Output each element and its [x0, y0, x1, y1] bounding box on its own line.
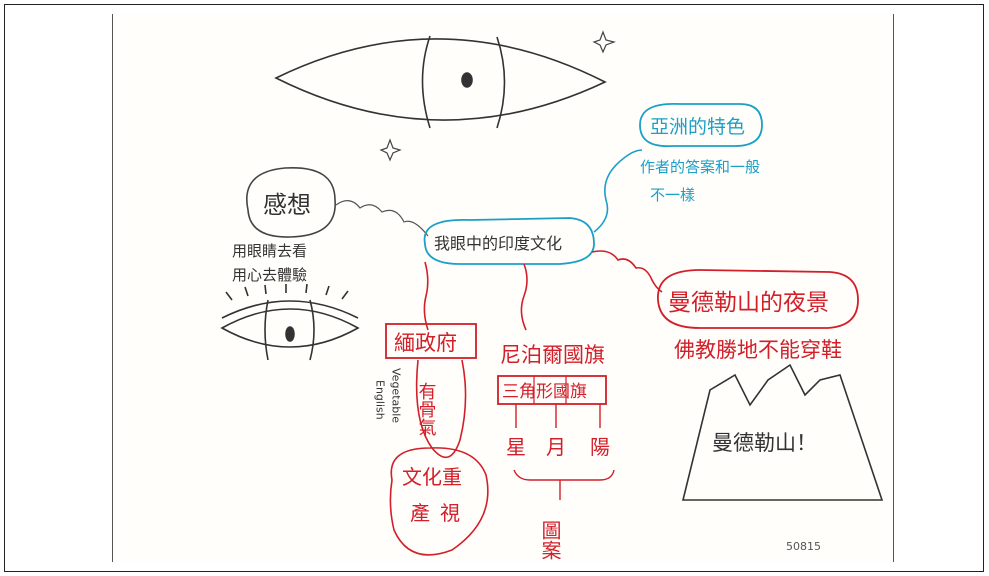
flag-branches: [515, 404, 601, 428]
mountain-icon: [681, 363, 884, 501]
center-label: 我眼中的印度文化: [434, 234, 562, 253]
flag-title: 尼泊爾國旗: [500, 343, 605, 367]
government-title: 緬政府: [394, 331, 457, 355]
mandela-bubble: [657, 269, 859, 329]
sparkle-icon: [379, 138, 402, 162]
flag-sun: 陽: [590, 435, 610, 459]
culture-text3: 視: [440, 501, 460, 525]
asia-line1: 作者的答案和一般: [640, 158, 760, 176]
flag-shape: 三角形國旗: [502, 382, 587, 402]
culture-text: 文化重: [402, 465, 462, 489]
mountain-label: 曼德勒山！: [712, 431, 817, 455]
asia-bubble: [639, 102, 763, 148]
government-oval: [415, 359, 467, 458]
center-bubble: [423, 217, 595, 265]
sparkle-icon: [592, 30, 617, 54]
culture-text2: 產: [410, 501, 430, 525]
asia-line2: 不一樣: [650, 186, 695, 204]
vegetable-label: Vegetable: [390, 368, 403, 423]
big-eye-icon: [274, 35, 607, 129]
feelings-line2: 用心去體驗: [232, 266, 307, 284]
government-line1: 有骨氣: [416, 382, 437, 436]
flag-moon: 月: [546, 435, 566, 459]
feelings-title: 感想: [263, 191, 311, 219]
english-label: English: [374, 380, 387, 420]
feelings-bubble: [246, 167, 336, 238]
feelings-line1: 用眼睛去看: [232, 242, 307, 260]
asia-connector: [593, 149, 643, 233]
flag-connector: [520, 263, 528, 331]
mandela-subtitle: 佛教勝地不能穿鞋: [674, 338, 842, 362]
government-connector: [423, 261, 429, 331]
footer-code: 50815: [786, 540, 821, 553]
feelings-connector: [335, 200, 429, 237]
flag-star: 星: [506, 435, 526, 459]
flag-shape-box: [497, 375, 607, 405]
government-box: [385, 323, 477, 359]
pattern-bracket: [513, 469, 615, 500]
flag-pattern: 圖案: [538, 520, 562, 560]
culture-bubble: [389, 447, 489, 556]
small-eye-icon: [220, 283, 360, 361]
mandela-connector: [591, 250, 663, 293]
asia-title: 亞洲的特色: [650, 116, 745, 138]
mandela-title: 曼德勒山的夜景: [668, 290, 829, 316]
